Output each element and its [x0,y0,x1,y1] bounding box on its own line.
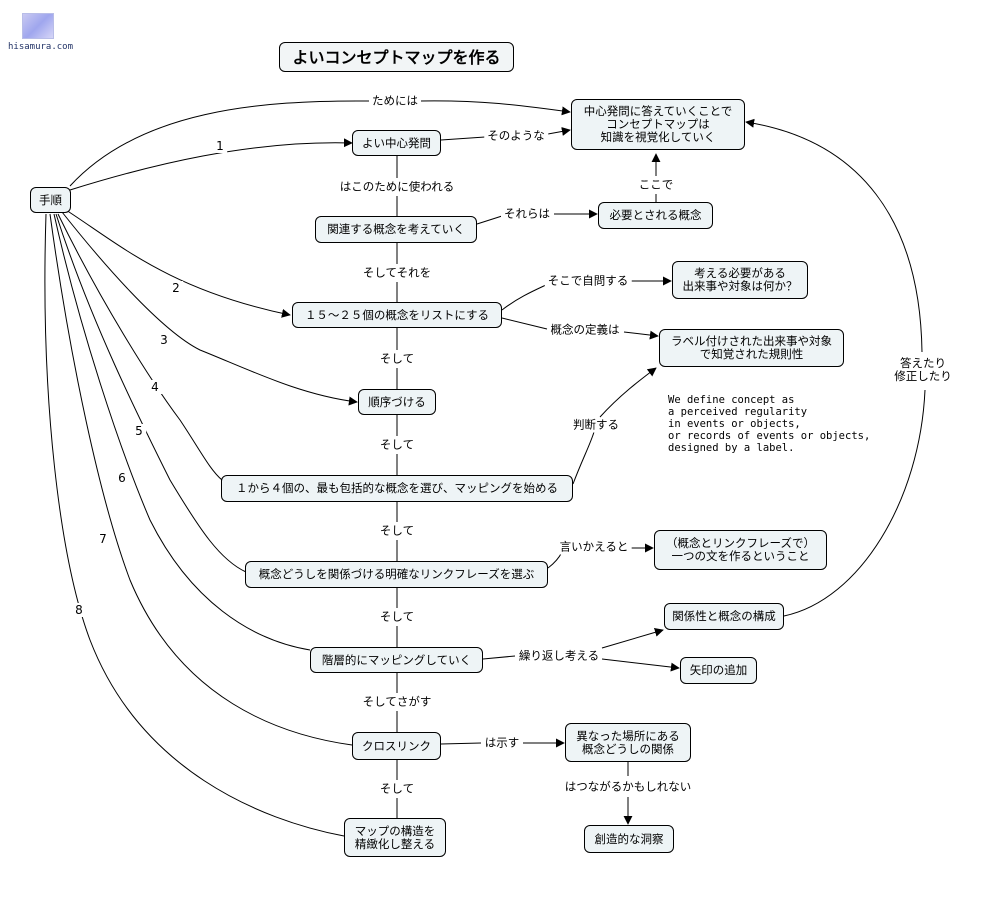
edge-list-sokode [501,283,549,311]
node-chushin[interactable]: よい中心発問 [352,130,441,156]
node-answer[interactable]: 中心発問に答えていくことで コンセプトマップは 知識を視覚化していく [571,99,745,150]
edge-chushin-sono [440,136,486,141]
link-sorera: それらは [501,206,553,222]
edge-tame-answer [419,100,571,116]
edge-kankeisei-kotae [783,389,926,617]
edge-tejun-tame [69,100,371,187]
node-hitsuyou[interactable]: 必要とされる概念 [598,202,713,229]
link-tsunagaru: はつながるかもしれない [561,779,695,795]
link-tame: ためには [369,93,421,109]
node-bun[interactable]: （概念とリンクフレーズで） 一つの文を作るということ [654,530,827,570]
link-koko: ここで [635,177,677,193]
node-junjo[interactable]: 順序づける [358,389,436,415]
edge-kanren-sorera [476,215,503,225]
node-erabi[interactable]: １から４個の、最も包括的な概念を選び、マッピングを始める [221,475,573,502]
node-kanren[interactable]: 関連する概念を考えていく [315,216,477,243]
node-kotonatta[interactable]: 異なった場所にある 概念どうしの関係 [565,723,691,762]
step-number-4: 4 [148,380,162,394]
link-shimesu: は示す [481,735,523,751]
edge-kurikaeshi-kankeisei [601,627,664,649]
link-kurikaeshi: 繰り返し考える [515,648,603,664]
edge-step-6 [53,213,311,651]
edge-step-5 [55,213,247,573]
node-cross[interactable]: クロスリンク [352,732,441,760]
edge-kurikaeshi-yajirushi [601,658,680,672]
edge-list-teigi [501,317,548,330]
link-kotae: 答えたり 修正したり [891,356,955,384]
step-number-1: 1 [213,139,227,153]
edge-teigi-label [623,330,659,340]
link-soshitesore: そしてそれを [359,265,435,281]
node-yajirushi[interactable]: 矢印の追加 [680,657,757,684]
node-kangaeru[interactable]: 考える必要がある 出来事や対象は何か？ [672,261,808,299]
link-soshite2: そして [376,437,418,453]
link-soshite3: そして [376,523,418,539]
link-soshite1: そして [376,351,418,367]
step-number-7: 7 [96,532,110,546]
edge-erabi-handan [572,431,595,485]
edge-kotae-answer [745,118,923,353]
node-seichi[interactable]: マップの構造を 精緻化し整える [344,818,446,857]
edge-cross-shimesu [440,742,482,745]
edge-step-1 [69,138,353,191]
step-number-5: 5 [132,424,146,438]
step-number-2: 2 [169,281,183,295]
node-linkphrase[interactable]: 概念どうしを関係づける明確なリンクフレーズを選ぶ [245,561,548,588]
link-handan: 判断する [570,417,622,433]
site-logo [22,13,54,39]
link-soshite4: そして [376,609,418,625]
edge-step-7 [49,213,353,746]
link-iikae: 言いかえると [556,539,632,555]
link-sono: そのような [484,128,548,144]
step-number-8: 8 [72,603,86,617]
edge-step-3 [61,211,358,406]
link-teigi: 概念の定義は [547,322,623,338]
node-list[interactable]: １５～２５個の概念をリストにする [292,302,502,328]
step-number-6: 6 [115,471,129,485]
node-kankeisei[interactable]: 関係性と概念の構成 [664,603,784,630]
concept-definition-note: We define concept as a perceived regular… [668,394,871,454]
node-label[interactable]: ラベル付けされた出来事や対象 で知覚された規則性 [659,329,844,367]
link-soshite5: そして [376,781,418,797]
node-kaisou[interactable]: 階層的にマッピングしていく [310,647,483,673]
edge-kaisou-kurikaeshi [482,655,516,660]
edge-handan-label [599,367,657,418]
node-souzou[interactable]: 創造的な洞察 [584,825,674,853]
edge-sono-answer [547,127,571,136]
edge-step-8 [44,213,345,837]
site-name[interactable]: hisamura.com [8,42,74,52]
link-sokode: そこで自問する [544,273,632,289]
edge-step-4 [57,213,223,481]
step-number-3: 3 [157,333,171,347]
map-title: よいコンセプトマップを作る [279,42,514,72]
edge-step-2 [65,209,291,318]
link-sagasu: そしてさがす [359,694,435,710]
link-kono: はこのために使われる [336,179,458,195]
node-tejun[interactable]: 手順 [30,187,71,213]
